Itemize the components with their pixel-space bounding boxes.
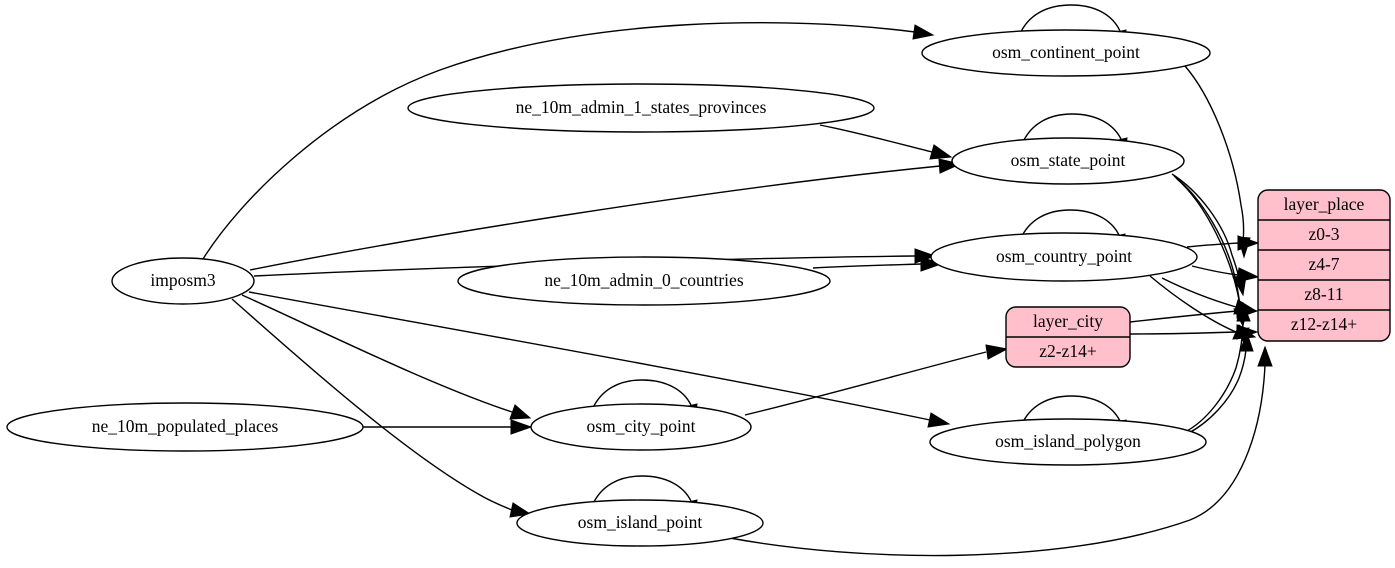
edge-osm_island_polygon-to-layer_place-z8-11 (1184, 301, 1251, 433)
edge-osm_island_polygon-to-layer_place-z12-z14 (1186, 331, 1254, 435)
edge-populated_places-to-osm_city_point (363, 419, 533, 435)
node-osm_state_point[interactable]: osm_state_point (951, 137, 1185, 185)
layer-node-layer_city[interactable]: layer_city z2-z14+ (1005, 306, 1131, 368)
node-ne_10m_populated_places-label: ne_10m_populated_places (92, 416, 279, 436)
edge-imposm3-to-osm_continent_point (202, 22, 935, 260)
layer_place-row-z0-3: z0-3 (1308, 224, 1339, 244)
edge-osm_city_point-to-layer_city (744, 344, 1009, 416)
edge-layer_city-to-layer_place-z12-z14 (1129, 324, 1259, 340)
edge-imposm3-to-osm_city_point (241, 294, 532, 420)
node-osm_island_point[interactable]: osm_island_point (516, 499, 764, 547)
node-osm_country_point-label: osm_country_point (996, 246, 1132, 266)
edge-osm_country_point-to-layer_place-z4-7 (1191, 265, 1260, 283)
node-osm_island_polygon[interactable]: osm_island_polygon (929, 418, 1207, 466)
layer_city-title: layer_city (1033, 311, 1103, 331)
node-osm_island_polygon-label: osm_island_polygon (995, 431, 1141, 451)
node-ne_10m_admin_0_countries-label: ne_10m_admin_0_countries (544, 270, 743, 290)
edge-imposm3-to-osm_island_point (231, 298, 532, 518)
node-ne_10m_admin_0_countries[interactable]: ne_10m_admin_0_countries (457, 256, 831, 306)
node-osm_continent_point[interactable]: osm_continent_point (921, 29, 1211, 77)
node-osm_state_point-label: osm_state_point (1011, 150, 1126, 170)
layer_place-row-z4-7: z4-7 (1308, 254, 1339, 274)
node-osm_country_point[interactable]: osm_country_point (930, 232, 1198, 282)
node-ne_10m_admin_1_states_provinces-label: ne_10m_admin_1_states_provinces (516, 97, 767, 117)
node-imposm3[interactable]: imposm3 (111, 257, 255, 305)
edge-imposm3-to-osm_island_polygon (248, 291, 951, 428)
node-layer: imposm3 ne_10m_admin_1_states_provinces … (6, 29, 1211, 547)
node-ne_10m_admin_1_states_provinces[interactable]: ne_10m_admin_1_states_provinces (407, 83, 875, 133)
node-osm_continent_point-label: osm_continent_point (992, 42, 1140, 62)
node-ne_10m_populated_places[interactable]: ne_10m_populated_places (6, 402, 364, 452)
edge-osm_island_point-to-layer_place-z12-z14 (729, 345, 1273, 557)
node-osm_city_point-label: osm_city_point (587, 416, 696, 436)
layer_place-row-z12-z14plus: z12-z14+ (1291, 314, 1357, 334)
layer_place-row-z8-11: z8-11 (1304, 284, 1343, 304)
edge-countries-to-osm_country_point (812, 256, 943, 272)
edge-osm_country_point-to-layer_place-z0-3 (1186, 235, 1260, 251)
layer_place-title: layer_place (1284, 194, 1365, 214)
layer-node-layer_place[interactable]: layer_place z0-3 z4-7 z8-11 z12-z14+ (1257, 189, 1391, 342)
layer_city-row-z2-z14plus: z2-z14+ (1039, 341, 1097, 361)
node-osm_city_point[interactable]: osm_city_point (530, 403, 752, 451)
edge-imposm3-to-osm_state_point (249, 158, 962, 271)
node-osm_island_point-label: osm_island_point (578, 512, 703, 532)
edge-osm_continent_point-to-layer_place-z0-3 (1184, 65, 1251, 259)
edge-states_provinces-to-osm_state_point (819, 124, 953, 160)
node-imposm3-label: imposm3 (150, 270, 215, 290)
